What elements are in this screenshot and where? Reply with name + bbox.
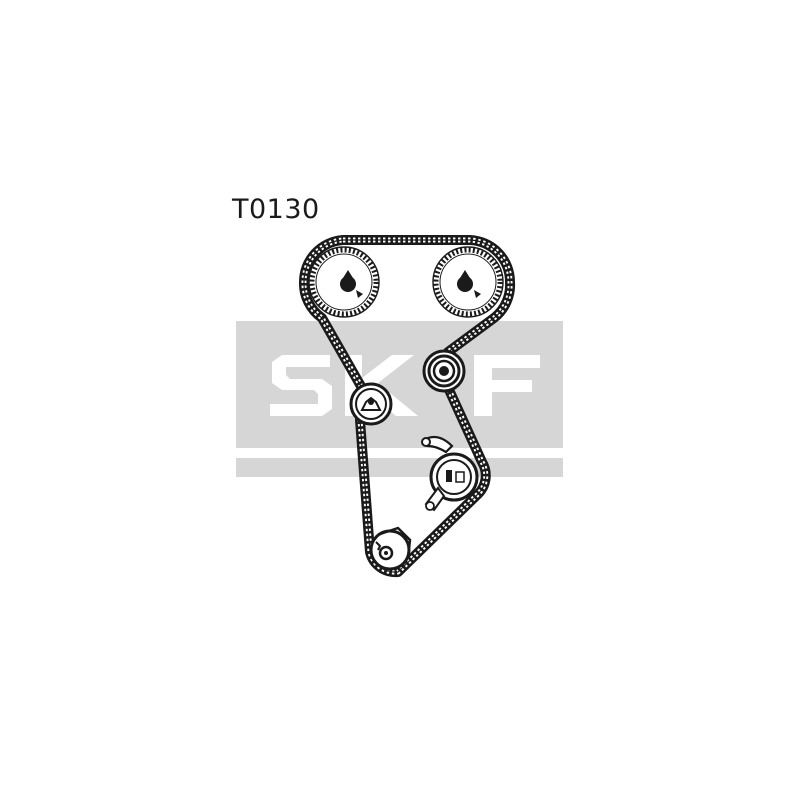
crankshaft-pulley [369,526,412,571]
camshaft-pulley-left [308,246,380,318]
tensioner-pulley [421,435,479,512]
water-pump-pulley [349,382,393,426]
part-code-label: T0130 [232,194,320,225]
skf-watermark-logo [236,321,563,477]
idler-pulley [422,349,466,393]
camshaft-pulley-right [432,246,504,318]
timing-belt [298,235,516,578]
